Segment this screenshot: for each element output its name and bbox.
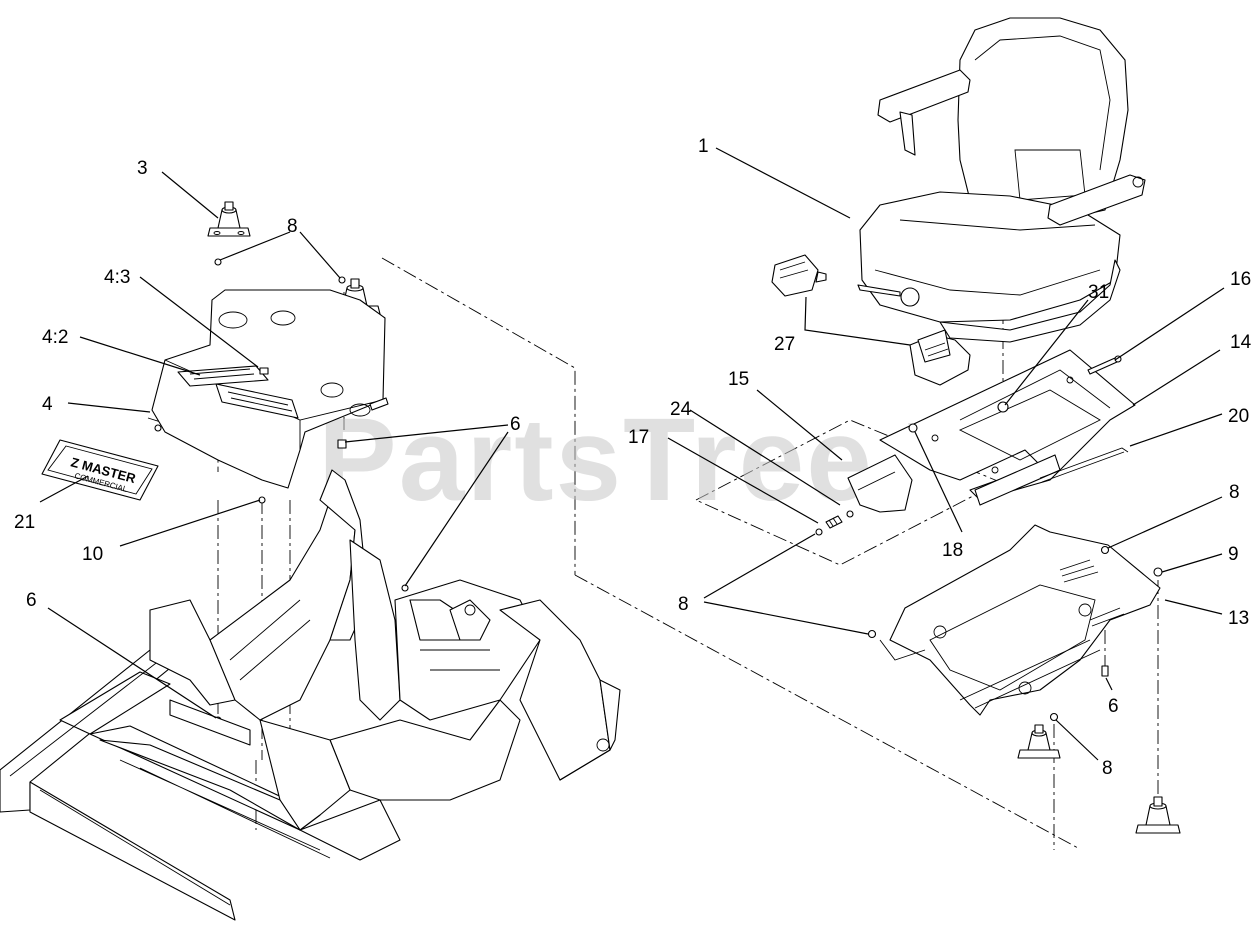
callout-27: 27 (774, 334, 795, 355)
callout-13: 13 (1228, 608, 1249, 629)
callout-6-right: 6 (1108, 696, 1119, 717)
callout-4: 4 (42, 394, 53, 415)
part-seat[interactable] (857, 17, 1146, 343)
callout-14: 14 (1230, 332, 1252, 353)
callout-24: 24 (670, 399, 692, 420)
part-spring[interactable] (825, 515, 843, 529)
part-seat-base[interactable] (879, 524, 1161, 716)
part-bolt[interactable] (1087, 355, 1122, 375)
callout-20: 20 (1228, 406, 1249, 427)
part-isolator-mount[interactable] (207, 201, 251, 237)
part-nut-18[interactable] (908, 423, 918, 433)
callout-31: 31 (1088, 282, 1109, 303)
part-bracket[interactable] (847, 454, 913, 513)
callout-6-left: 6 (26, 590, 37, 611)
callout-8-bottom: 8 (1102, 758, 1113, 779)
callout-1: 1 (698, 136, 709, 157)
callout-4-2: 4:2 (42, 327, 68, 348)
watermark-text: PartsTree (318, 394, 874, 526)
part-rod[interactable] (1039, 447, 1129, 483)
callout-8-top: 8 (287, 216, 298, 237)
part-isolator-mount-right-front[interactable] (1017, 724, 1061, 759)
callout-21: 21 (14, 512, 35, 533)
callout-15: 15 (728, 369, 749, 390)
callout-8-left: 8 (678, 594, 689, 615)
part-seat-support-cover[interactable] (151, 289, 389, 489)
assembly-guide-lines (147, 257, 1159, 850)
hardware-nuts-base (867, 545, 1163, 722)
callout-8-right: 8 (1229, 482, 1240, 503)
callout-9: 9 (1228, 544, 1239, 565)
callout-16: 16 (1230, 269, 1251, 290)
callout-4-3: 4:3 (104, 267, 130, 288)
callout-10: 10 (82, 544, 103, 565)
callout-6-mid: 6 (510, 414, 521, 435)
callout-17: 17 (628, 427, 649, 448)
part-isolator-mount-right-rear[interactable] (1135, 796, 1181, 834)
leader-lines (39, 147, 1225, 761)
callout-3: 3 (137, 158, 148, 179)
part-switch-connector[interactable] (909, 329, 971, 386)
part-bushing[interactable] (846, 510, 854, 518)
part-nut-8-left[interactable] (815, 528, 823, 536)
part-main-frame[interactable] (0, 469, 621, 921)
callout-18: 18 (942, 540, 963, 561)
part-seat-switch[interactable] (771, 254, 827, 297)
callout-labels: 3 8 4:3 4:2 4 6 21 10 6 1 27 31 16 14 20… (14, 136, 1252, 779)
